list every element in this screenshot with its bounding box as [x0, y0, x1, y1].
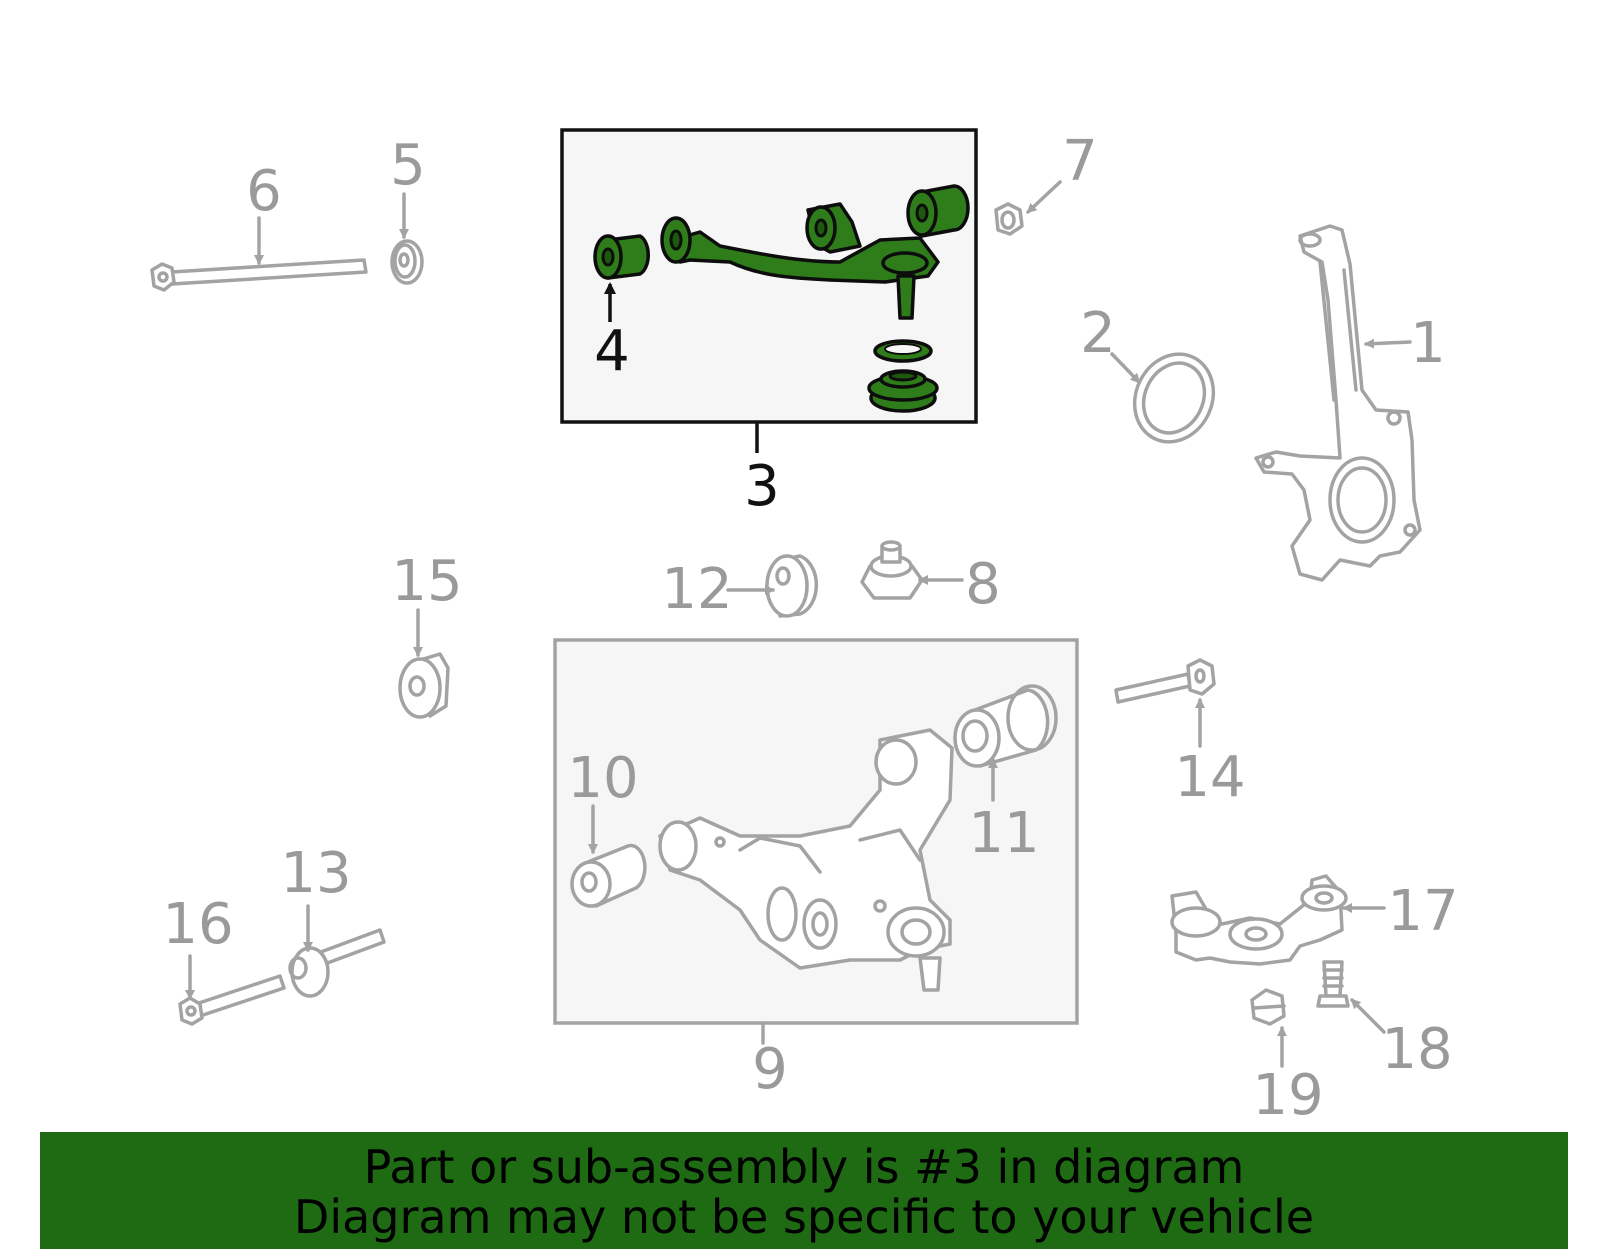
bushing-4-icon[interactable]	[593, 234, 651, 280]
upper-control-arm-icon[interactable]	[660, 202, 940, 320]
callout-14: 14	[1174, 745, 1245, 810]
upper-arm-assembly-box[interactable]	[560, 128, 978, 424]
banner-line-1: Part or sub-assembly is #3 in diagram	[363, 1140, 1245, 1194]
callout-16: 16	[162, 892, 233, 957]
callout-15: 15	[391, 549, 462, 614]
lower-control-arm-icon[interactable]	[658, 728, 954, 992]
callout-1: 1	[1410, 311, 1446, 376]
callout-6: 6	[246, 159, 282, 224]
washer-5-icon[interactable]	[390, 239, 424, 285]
bushing-12-icon[interactable]	[765, 554, 819, 618]
callout-13: 13	[280, 841, 351, 906]
bracket-17-icon[interactable]	[1170, 874, 1348, 966]
steering-knuckle-1-icon[interactable]	[1254, 224, 1422, 582]
banner-line-2: Diagram may not be specific to your vehi…	[293, 1190, 1315, 1244]
bushing-rear-icon[interactable]	[906, 184, 970, 238]
lower-arm-assembly-box[interactable]	[553, 638, 1079, 1025]
callout-4: 4	[594, 319, 630, 384]
callout-19: 19	[1252, 1063, 1323, 1128]
bolt-6-icon[interactable]	[150, 258, 368, 292]
callout-8: 8	[965, 552, 1001, 617]
bolt-14-icon[interactable]	[1114, 658, 1216, 704]
bushing-15-icon[interactable]	[398, 652, 450, 719]
nut-19-icon[interactable]	[1250, 988, 1286, 1026]
bolt-18-icon[interactable]	[1316, 960, 1350, 1008]
callout-18: 18	[1381, 1017, 1452, 1082]
callout-12: 12	[661, 557, 732, 622]
callout-11: 11	[968, 801, 1039, 866]
callout-2: 2	[1080, 301, 1116, 366]
ball-joint-8-icon[interactable]	[860, 540, 924, 600]
cam-bolt-13-icon[interactable]	[288, 928, 386, 998]
bushing-11-icon[interactable]	[953, 684, 1058, 768]
nut-7-icon[interactable]	[994, 202, 1024, 236]
bolt-16-icon[interactable]	[178, 974, 286, 1026]
callout-17: 17	[1387, 879, 1458, 944]
callout-5: 5	[390, 133, 426, 198]
seal-2-icon[interactable]	[1121, 341, 1228, 455]
dust-boot-icon[interactable]	[867, 339, 939, 413]
callout-7: 7	[1062, 129, 1098, 194]
callout-3: 3	[744, 454, 780, 519]
info-banner: Part or sub-assembly is #3 in diagram Di…	[40, 1132, 1568, 1249]
bushing-10-icon[interactable]	[570, 843, 647, 908]
callout-9: 9	[752, 1037, 788, 1102]
callout-10: 10	[567, 746, 638, 811]
